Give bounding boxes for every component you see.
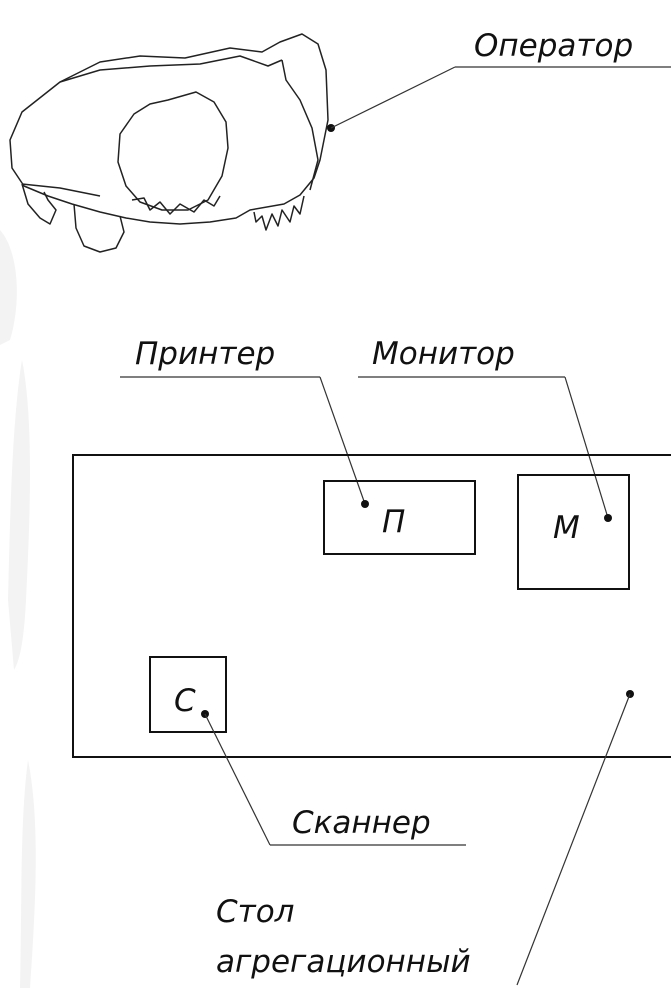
table-leader-line bbox=[516, 693, 631, 986]
scanner-callout: Сканнер bbox=[201, 710, 466, 846]
monitor-rect bbox=[517, 474, 630, 590]
operator-left-forearm bbox=[21, 183, 101, 197]
monitor-callout-dot bbox=[604, 514, 612, 522]
monitor-callout: Монитор bbox=[358, 336, 612, 522]
printer-label: Принтер bbox=[135, 336, 275, 372]
printer-callout-dot bbox=[361, 500, 369, 508]
scanner-label: Сканнер bbox=[292, 805, 431, 841]
scanner-letter: С bbox=[174, 683, 196, 719]
printer-letter: П bbox=[382, 504, 405, 540]
operator-left-knee bbox=[73, 203, 125, 253]
table-label-line2: агрегационный bbox=[216, 944, 471, 980]
operator-leader-line bbox=[330, 66, 456, 129]
operator-label: Оператор bbox=[474, 28, 633, 64]
operator-left-hand bbox=[21, 183, 57, 225]
monitor-letter: М bbox=[553, 510, 580, 546]
scan-artifacts bbox=[0, 230, 36, 988]
monitor-box: М bbox=[517, 474, 630, 590]
operator-hair-spikes bbox=[131, 195, 221, 215]
operator-figure bbox=[9, 33, 329, 253]
printer-rect bbox=[323, 480, 476, 555]
printer-callout: Принтер bbox=[120, 336, 369, 508]
monitor-label: Монитор bbox=[372, 336, 515, 372]
operator-right-fingers bbox=[253, 195, 305, 231]
scanner-rect bbox=[149, 656, 227, 733]
operator-back-line bbox=[59, 55, 283, 83]
monitor-leader-line bbox=[564, 376, 609, 519]
table-callout: Стол агрегационный bbox=[216, 690, 634, 986]
operator-callout-dot bbox=[327, 124, 335, 132]
scanner-box: С bbox=[149, 656, 227, 733]
scanner-leader-line bbox=[204, 713, 271, 846]
operator-callout: Оператор bbox=[327, 28, 671, 132]
table-outline bbox=[72, 454, 671, 758]
operator-arm-right bbox=[281, 59, 319, 191]
table-label-line1: Стол bbox=[216, 894, 294, 930]
printer-box: П bbox=[323, 480, 476, 555]
operator-head bbox=[117, 91, 229, 211]
printer-leader-line bbox=[319, 376, 366, 505]
operator-shoulders-outline bbox=[9, 33, 329, 225]
